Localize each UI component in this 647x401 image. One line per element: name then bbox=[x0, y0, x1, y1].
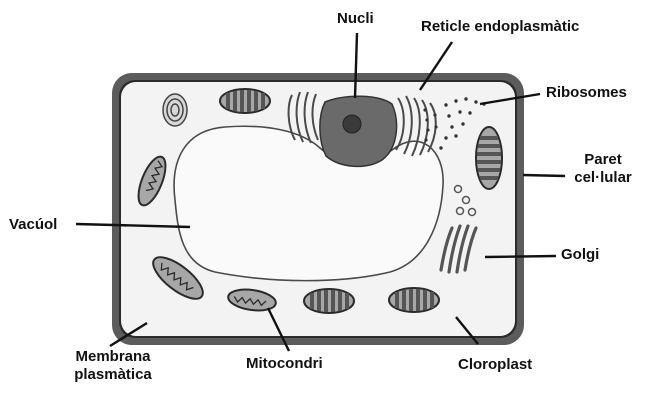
chloroplast-right bbox=[476, 127, 502, 189]
label-cloroplast: Cloroplast bbox=[458, 356, 532, 374]
label-membrana-line2: plasmàtica bbox=[63, 366, 163, 384]
vesicle-concentric bbox=[163, 94, 187, 126]
leader-golgi bbox=[485, 256, 556, 257]
nucleolus bbox=[343, 115, 361, 133]
label-vacuol: Vacúol bbox=[9, 216, 57, 234]
label-membrana-line1: Membrana bbox=[63, 348, 163, 366]
label-paret-line2: cel·lular bbox=[567, 169, 639, 187]
label-mitocondri: Mitocondri bbox=[246, 355, 323, 373]
nucleus bbox=[320, 96, 397, 166]
label-nucli: Nucli bbox=[337, 10, 374, 28]
chloroplast-bottom-1 bbox=[304, 289, 354, 313]
vacuole bbox=[174, 126, 443, 280]
label-ribosomes: Ribosomes bbox=[546, 84, 627, 102]
chloroplast-top bbox=[220, 89, 270, 113]
label-paret-cellular: Paret cel·lular bbox=[567, 151, 639, 187]
label-paret-line1: Paret bbox=[567, 151, 639, 169]
label-membrana-plasmatica: Membrana plasmàtica bbox=[63, 348, 163, 384]
leader-paret bbox=[523, 175, 565, 176]
label-reticle-endoplasmatic: Reticle endoplasmàtic bbox=[421, 18, 579, 36]
chloroplast-bottom-2 bbox=[389, 288, 439, 312]
label-golgi: Golgi bbox=[561, 246, 599, 264]
